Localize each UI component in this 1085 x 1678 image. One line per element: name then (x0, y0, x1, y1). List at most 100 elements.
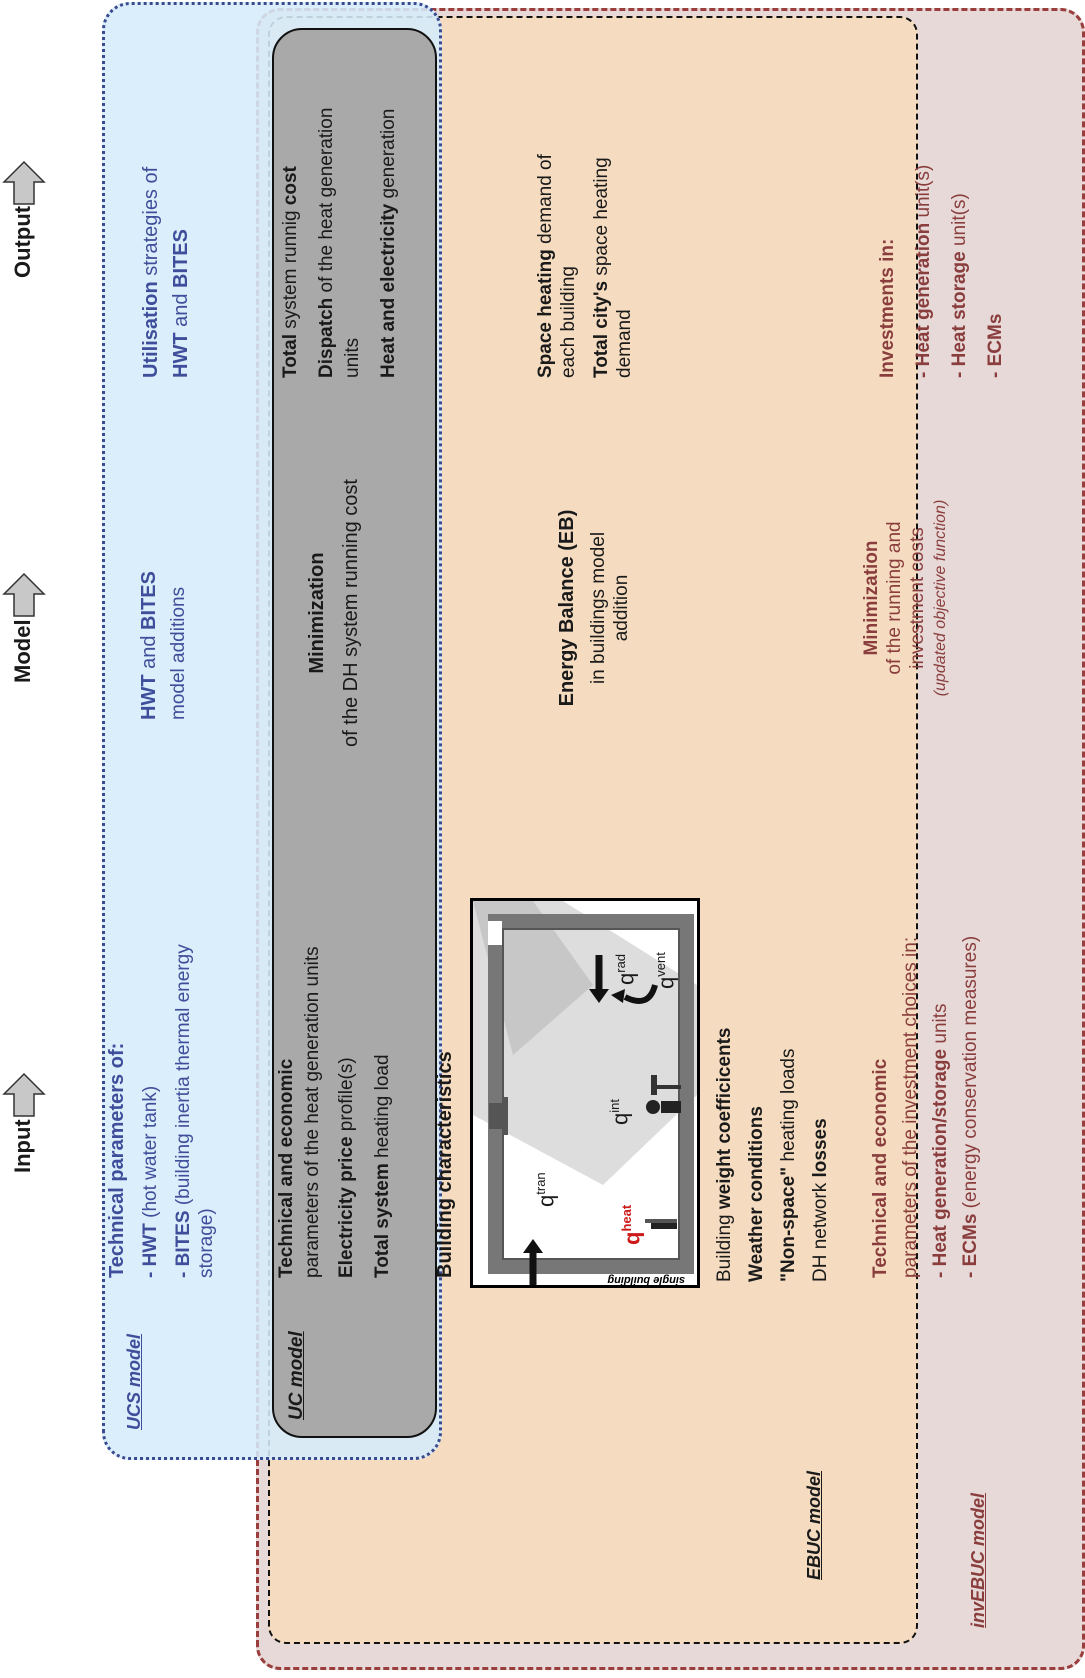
inv-input-block: Technical and economic parameters of the… (866, 838, 986, 1278)
ucs-model-hwt: HWT (138, 674, 160, 720)
inv-in-item2-bold: - ECMs (960, 1213, 981, 1278)
uc-out1-bold2: cost (280, 166, 301, 206)
ucs-hwt-rest: (hot water tank) (140, 1085, 161, 1224)
ebuc-output-block: Space heating demand of each building To… (534, 18, 636, 378)
ucs-hwt-bold: - HWT (140, 1223, 161, 1278)
uc-in1-rest: parameters of the heat generation units (302, 946, 323, 1278)
uc-out3: Heat and electricity generation (376, 18, 402, 378)
ebuc-model-bold: Energy Balance (EB) (556, 509, 578, 707)
ucs-model-label: UCS model (124, 1333, 144, 1430)
ucs-out-hwt: HWT (170, 332, 192, 378)
inv-in-item2-rest: (energy conservation measures) (960, 935, 981, 1214)
ucs-input-block: Technical parameters of: - HWT (hot wate… (106, 838, 218, 1278)
ebuc-model-rest: in buildings model addition (588, 531, 632, 685)
fig-caption: single building (607, 1274, 685, 1285)
q-rad-sup: rad (613, 953, 628, 973)
ucs-input-hwt: - HWT (hot water tank) (139, 838, 162, 1278)
ebuc-in3-rest: heating loads (778, 1048, 799, 1167)
building-diagram: single building (473, 901, 697, 1286)
inv-model-rest: of the running and investment costs (884, 521, 928, 675)
inv-out2-bold: - Heat storage (949, 251, 970, 378)
inv-out1-bold: - Heat generation (913, 222, 934, 378)
inv-in-rest: parameters of the investment choices in: (900, 936, 921, 1278)
q-rad-q: q (613, 972, 639, 985)
ucs-model-and: and (138, 629, 160, 675)
uc-out1-bold: Total (280, 334, 301, 378)
person-icon (646, 1075, 681, 1114)
inv-model-note: (updated objective function) (932, 499, 949, 697)
uc-in2-bold: Electricity price (336, 1136, 357, 1278)
q-int-q: q (607, 1112, 633, 1125)
ebuc-in4: DH network losses (806, 842, 836, 1282)
ucs-output-line2: HWT and BITES (166, 98, 196, 378)
uc-out3-rest: generation (378, 108, 399, 204)
ebuc-in4-bold: losses (810, 1118, 831, 1178)
uc-in3: Total system heating load (370, 838, 396, 1278)
invebuc-model-label: invEBUC model (968, 1492, 988, 1628)
ucs-model-bites: BITES (138, 571, 160, 630)
arrow-rad-icon (589, 955, 609, 1003)
uc-out3-bold: Heat and electricity (378, 203, 399, 378)
inv-in-item1-rest: units (930, 1003, 951, 1049)
ebuc-out2-bold: Total city's (591, 280, 612, 378)
inv-in-item1-bold: - Heat generation/storage (930, 1048, 951, 1278)
inv-out3: - ECMs (985, 313, 1006, 378)
uc-out2-bold: Dispatch (316, 297, 337, 378)
uc-out1-mid: system runnig (280, 205, 301, 335)
inv-out-title: Investments in: (877, 238, 898, 378)
uc-out1: Total system runnig cost (278, 18, 304, 378)
uc-model-rest: of the DH system running cost (340, 479, 362, 747)
q-vent-sup: vent (653, 952, 668, 977)
arrow-vent-icon (611, 984, 658, 1004)
inv-in-bold: Technical and economic (870, 1058, 891, 1278)
uc-in3-bold: Total system (372, 1163, 393, 1278)
inv-model-block: Minimization of the running and investme… (860, 448, 952, 748)
model-arrow-icon (2, 572, 46, 617)
ucs-out-bites: BITES (170, 229, 192, 288)
ebuc-input-block: Building weight coefficicents Weather co… (710, 842, 836, 1283)
output-arrow-icon (2, 160, 46, 205)
ebuc-out1-bold: Space heating (535, 249, 556, 378)
inv-out1: - Heat generation unit(s) (906, 18, 942, 378)
q-vent-q: q (653, 976, 679, 989)
inv-out2-rest: unit(s) (949, 193, 970, 252)
header-model: Model (10, 619, 35, 683)
ebuc-in2: Weather conditions (742, 842, 772, 1282)
q-vent-label: qvent (653, 952, 679, 989)
inv-out2: - Heat storage unit(s) (942, 18, 978, 378)
inv-out1-rest: unit(s) (913, 164, 934, 223)
header-input: Input (10, 1119, 35, 1173)
ucs-model-rest: model additions (168, 586, 189, 720)
uc-in3-rest: heating load (372, 1054, 393, 1164)
ebuc-model-label: EBUC model (804, 1470, 824, 1580)
radiator-icon (645, 1219, 677, 1229)
inv-model-bold: Minimization (861, 540, 882, 656)
q-tran-sup: tran (533, 1172, 548, 1195)
ucs-model-block: HWT and BITES model additions (138, 540, 190, 720)
ucs-input-title: Technical parameters of: (106, 1042, 128, 1278)
ucs-output-line1: Utilisation strategies of (136, 98, 166, 378)
ucs-out-rest: strategies of (140, 166, 162, 282)
ebuc-out1: Space heating demand of each building (534, 18, 580, 378)
uc-model-bold: Minimization (306, 552, 328, 674)
ucs-output-block: Utilisation strategies of HWT and BITES (136, 98, 196, 378)
ebuc-in4-pre: DH network (810, 1177, 831, 1282)
ebuc-in1-pre: Building (714, 1209, 735, 1282)
uc-in1-bold: Technical and economic (276, 1058, 297, 1278)
q-rad-label: qrad (613, 954, 639, 985)
ebuc-model-block: Energy Balance (EB) in buildings model a… (556, 473, 633, 743)
building-inner-wall (502, 928, 680, 1260)
ebuc-in2-bold: Weather conditions (746, 1106, 767, 1282)
uc-output-block: Total system runnig cost Dispatch of the… (270, 18, 402, 378)
uc-out2: Dispatch of the heat generation units (314, 18, 366, 378)
ucs-input-bites: - BITES (building inertia thermal energy… (172, 838, 218, 1278)
header-output: Output (10, 205, 35, 278)
arrow-tran-icon (523, 1239, 543, 1285)
q-int-label: qint (607, 1099, 633, 1125)
q-heat-q: q (619, 1231, 645, 1245)
ucs-bites-bold: - BITES (173, 1210, 194, 1278)
ebuc-in3-bold: "Non-space" (778, 1166, 799, 1282)
